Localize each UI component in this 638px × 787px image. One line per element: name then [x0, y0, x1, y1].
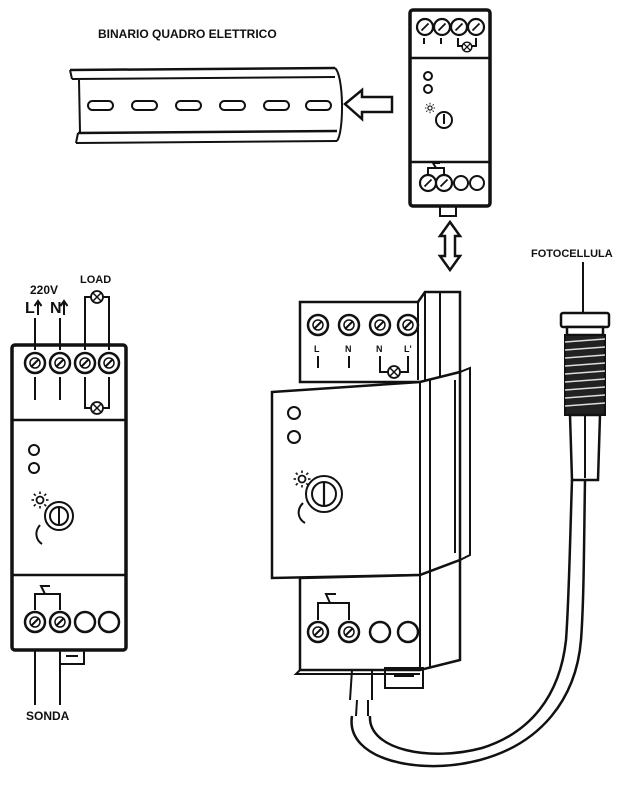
main-device: L N N L' — [270, 290, 471, 717]
load-label: LOAD — [80, 274, 111, 286]
rail-label: BINARIO QUADRO ELETTRICO — [98, 27, 277, 41]
svg-text:N: N — [376, 344, 383, 354]
photocell-label: FOTOCELLULA — [531, 248, 613, 260]
photocell: FOTOCELLULA — [531, 248, 613, 482]
small-device — [408, 8, 492, 217]
left-device: 220V L N LOAD SONDA — [10, 274, 128, 723]
rail-slots — [87, 100, 332, 111]
photocell-thread — [564, 334, 606, 416]
photocell-cable-inner — [368, 479, 574, 755]
photocell-cable — [350, 479, 587, 768]
din-rail — [69, 66, 344, 144]
neutral-label: N — [50, 300, 62, 317]
svg-text:L': L' — [404, 344, 412, 354]
arrow-left-icon — [343, 87, 394, 122]
phase-label: L — [25, 300, 35, 317]
voltage-label: 220V — [30, 283, 58, 297]
double-arrow-icon — [437, 219, 463, 273]
svg-text:L: L — [314, 344, 320, 354]
svg-text:N: N — [345, 344, 352, 354]
probe-label: SONDA — [26, 709, 70, 723]
